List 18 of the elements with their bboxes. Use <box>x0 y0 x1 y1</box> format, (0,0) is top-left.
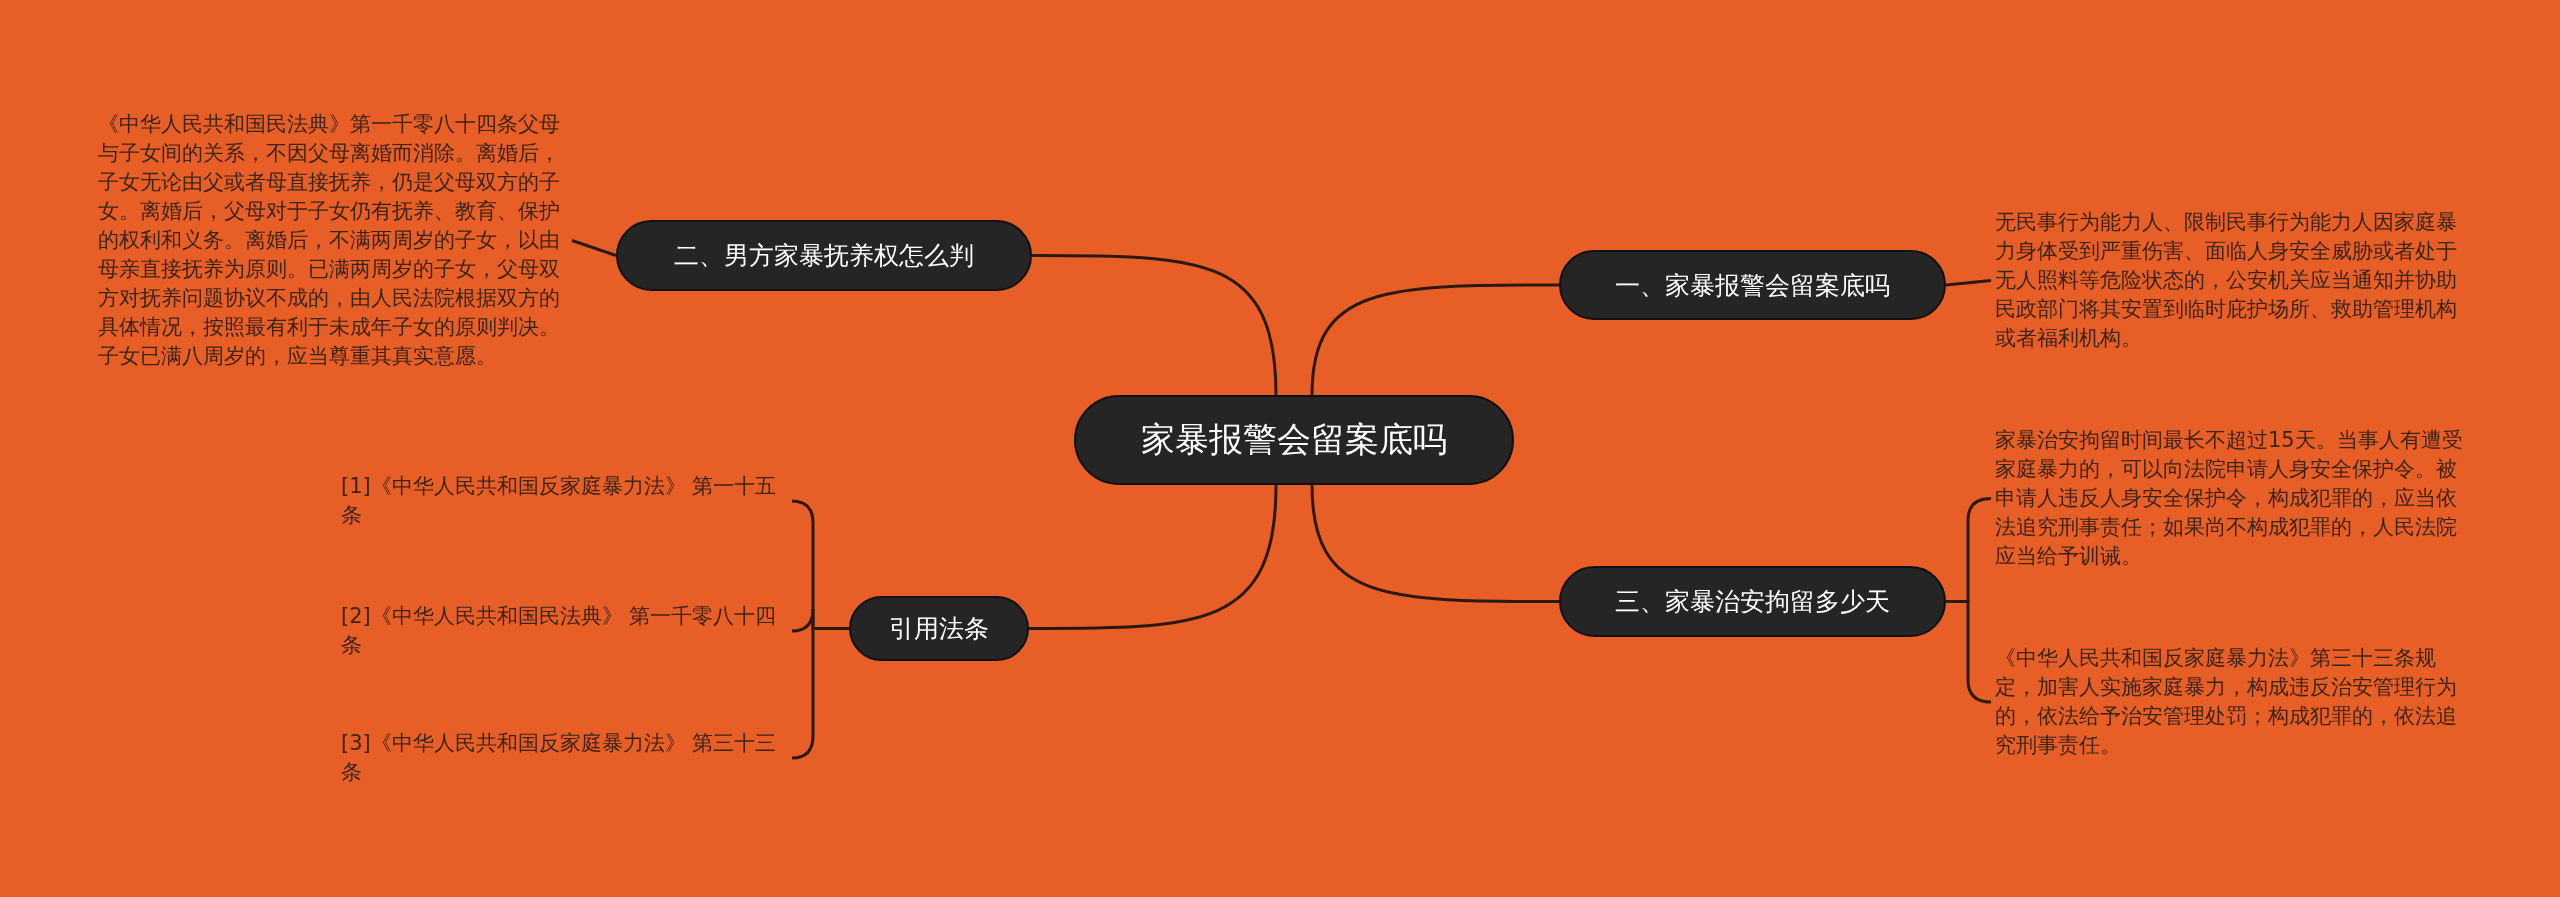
connector-line <box>1945 279 1992 287</box>
note-text: 无民事行为能力人、限制民事行为能力人因家庭暴力身体受到严重伤害、面临人身安全威胁或者处于无人照料等危险状态的，公安机关应当通知并协助民政部门将其安置到临时庇护场所、救助管理机构或者福利机构。 <box>1995 208 2463 353</box>
connector-line <box>1032 254 1278 396</box>
topic-pill: 一、家暴报警会留案底吗 <box>1559 250 1946 320</box>
central-topic-pill: 家暴报警会留案底吗 <box>1074 395 1514 485</box>
connector-line <box>571 239 617 257</box>
note-text: 家暴治安拘留时间最长不超过15天。当事人有遭受家庭暴力的，可以向法院申请人身安全保护令。被申请人违反人身安全保护令，构成犯罪的，应当依法追究刑事责任；如果尚不构成犯罪的，人民法院应当给予训诫。 <box>1995 426 2463 571</box>
note-text: [1]《中华人民共和国反家庭暴力法》 第一十五条 <box>341 472 796 530</box>
note-text: [3]《中华人民共和国反家庭暴力法》 第三十三条 <box>341 729 796 787</box>
topic-pill: 二、男方家暴抚养权怎么判 <box>616 220 1032 291</box>
connector-line <box>1310 283 1559 396</box>
note-text: [2]《中华人民共和国民法典》 第一千零八十四条 <box>341 602 796 660</box>
note-text: 《中华人民共和国民法典》第一千零八十四条父母与子女间的关系，不因父母离婚而消除。离婚后，子女无论由父或者母直接抚养，仍是父母双方的子女。离婚后，父母对于子女仍有抚养、教育、保护的权利和义务。离婚后，不满两周岁的子女，以由母亲直接抚养为原则。已满两周岁的子女，父母双方对抚养问题协议不成的，由人民法院根据双方的具体情况，按照最有利于未成年子女的原则判决。子女已满八周岁的，应当尊重其真实意愿。 <box>98 110 576 371</box>
topic-pill: 三、家暴治安拘留多少天 <box>1559 566 1946 637</box>
connector-line <box>1029 484 1278 630</box>
connector-line <box>1310 484 1559 603</box>
topic-pill: 引用法条 <box>849 596 1029 661</box>
note-text: 《中华人民共和国反家庭暴力法》第三十三条规定，加害人实施家庭暴力，构成违反治安管理行为的，依法给予治安管理处罚；构成犯罪的，依法追究刑事责任。 <box>1995 644 2463 760</box>
